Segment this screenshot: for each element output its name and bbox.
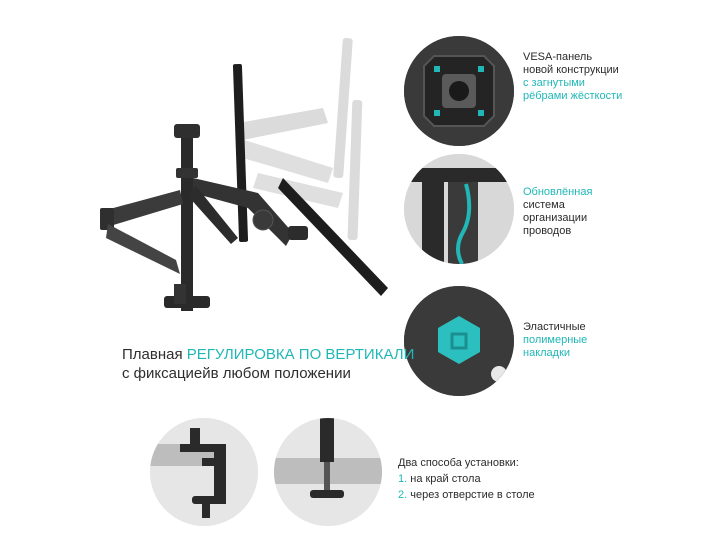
- install-title: Два способа установки:: [398, 457, 519, 469]
- feature-cable-line2: организации: [523, 212, 588, 224]
- headline: Плавная РЕГУЛИРОВКА ПО ВЕРТИКАЛИ с фикса…: [122, 345, 414, 383]
- feature-pad-accent1: полимерные: [523, 334, 588, 346]
- polymer-pad-icon: [404, 286, 514, 396]
- feature-vesa-line1: VESA-панель: [523, 51, 593, 63]
- feature-pad-text: Эластичные полимерные накладки: [523, 321, 587, 360]
- edge-clamp-icon: [150, 418, 258, 526]
- install-option-1: 1. на край стола: [398, 471, 535, 487]
- feature-cable-text: Обновлённая система организации проводов: [523, 186, 592, 238]
- install-option-2: 2. через отверстие в столе: [398, 487, 535, 503]
- install-option-2-num: 2.: [398, 489, 408, 501]
- feature-pad-accent2: накладки: [523, 347, 571, 359]
- install-option-1-label: на край стола: [410, 473, 481, 485]
- through-hole-icon: [274, 418, 382, 526]
- cable-management-circle: [404, 154, 514, 264]
- feature-vesa-accent2: рёбрами жёсткости: [523, 90, 623, 102]
- feature-vesa-accent1: с загнутыми: [523, 77, 585, 89]
- edge-clamp-circle: [150, 418, 258, 526]
- feature-cable-line1: система: [523, 199, 565, 211]
- feature-vesa-text: VESA-панель новой конструкции с загнутым…: [523, 51, 622, 103]
- headline-line2: с фиксациейв любом положении: [122, 365, 351, 382]
- vesa-plate-circle: [404, 36, 514, 146]
- headline-line1: Плавная РЕГУЛИРОВКА ПО ВЕРТИКАЛИ: [122, 345, 414, 364]
- install-option-2-label: через отверстие в столе: [410, 489, 535, 501]
- install-option-1-num: 1.: [398, 473, 408, 485]
- monitor-arm-illustration: [100, 38, 388, 311]
- through-hole-circle: [274, 418, 382, 526]
- headline-prefix: Плавная: [122, 346, 187, 363]
- polymer-pad-circle: [404, 286, 514, 396]
- feature-pad-line1: Эластичные: [523, 321, 586, 333]
- headline-accent: РЕГУЛИРОВКА ПО ВЕРТИКАЛИ: [186, 346, 415, 363]
- cable-management-icon: [404, 154, 514, 264]
- feature-cable-accent1: Обновлённая: [523, 186, 593, 198]
- feature-vesa-line2: новой конструкции: [523, 64, 619, 76]
- install-methods: Два способа установки: 1. на край стола …: [398, 455, 535, 503]
- vesa-plate-icon: [404, 36, 514, 146]
- feature-cable-line3: проводов: [523, 225, 572, 237]
